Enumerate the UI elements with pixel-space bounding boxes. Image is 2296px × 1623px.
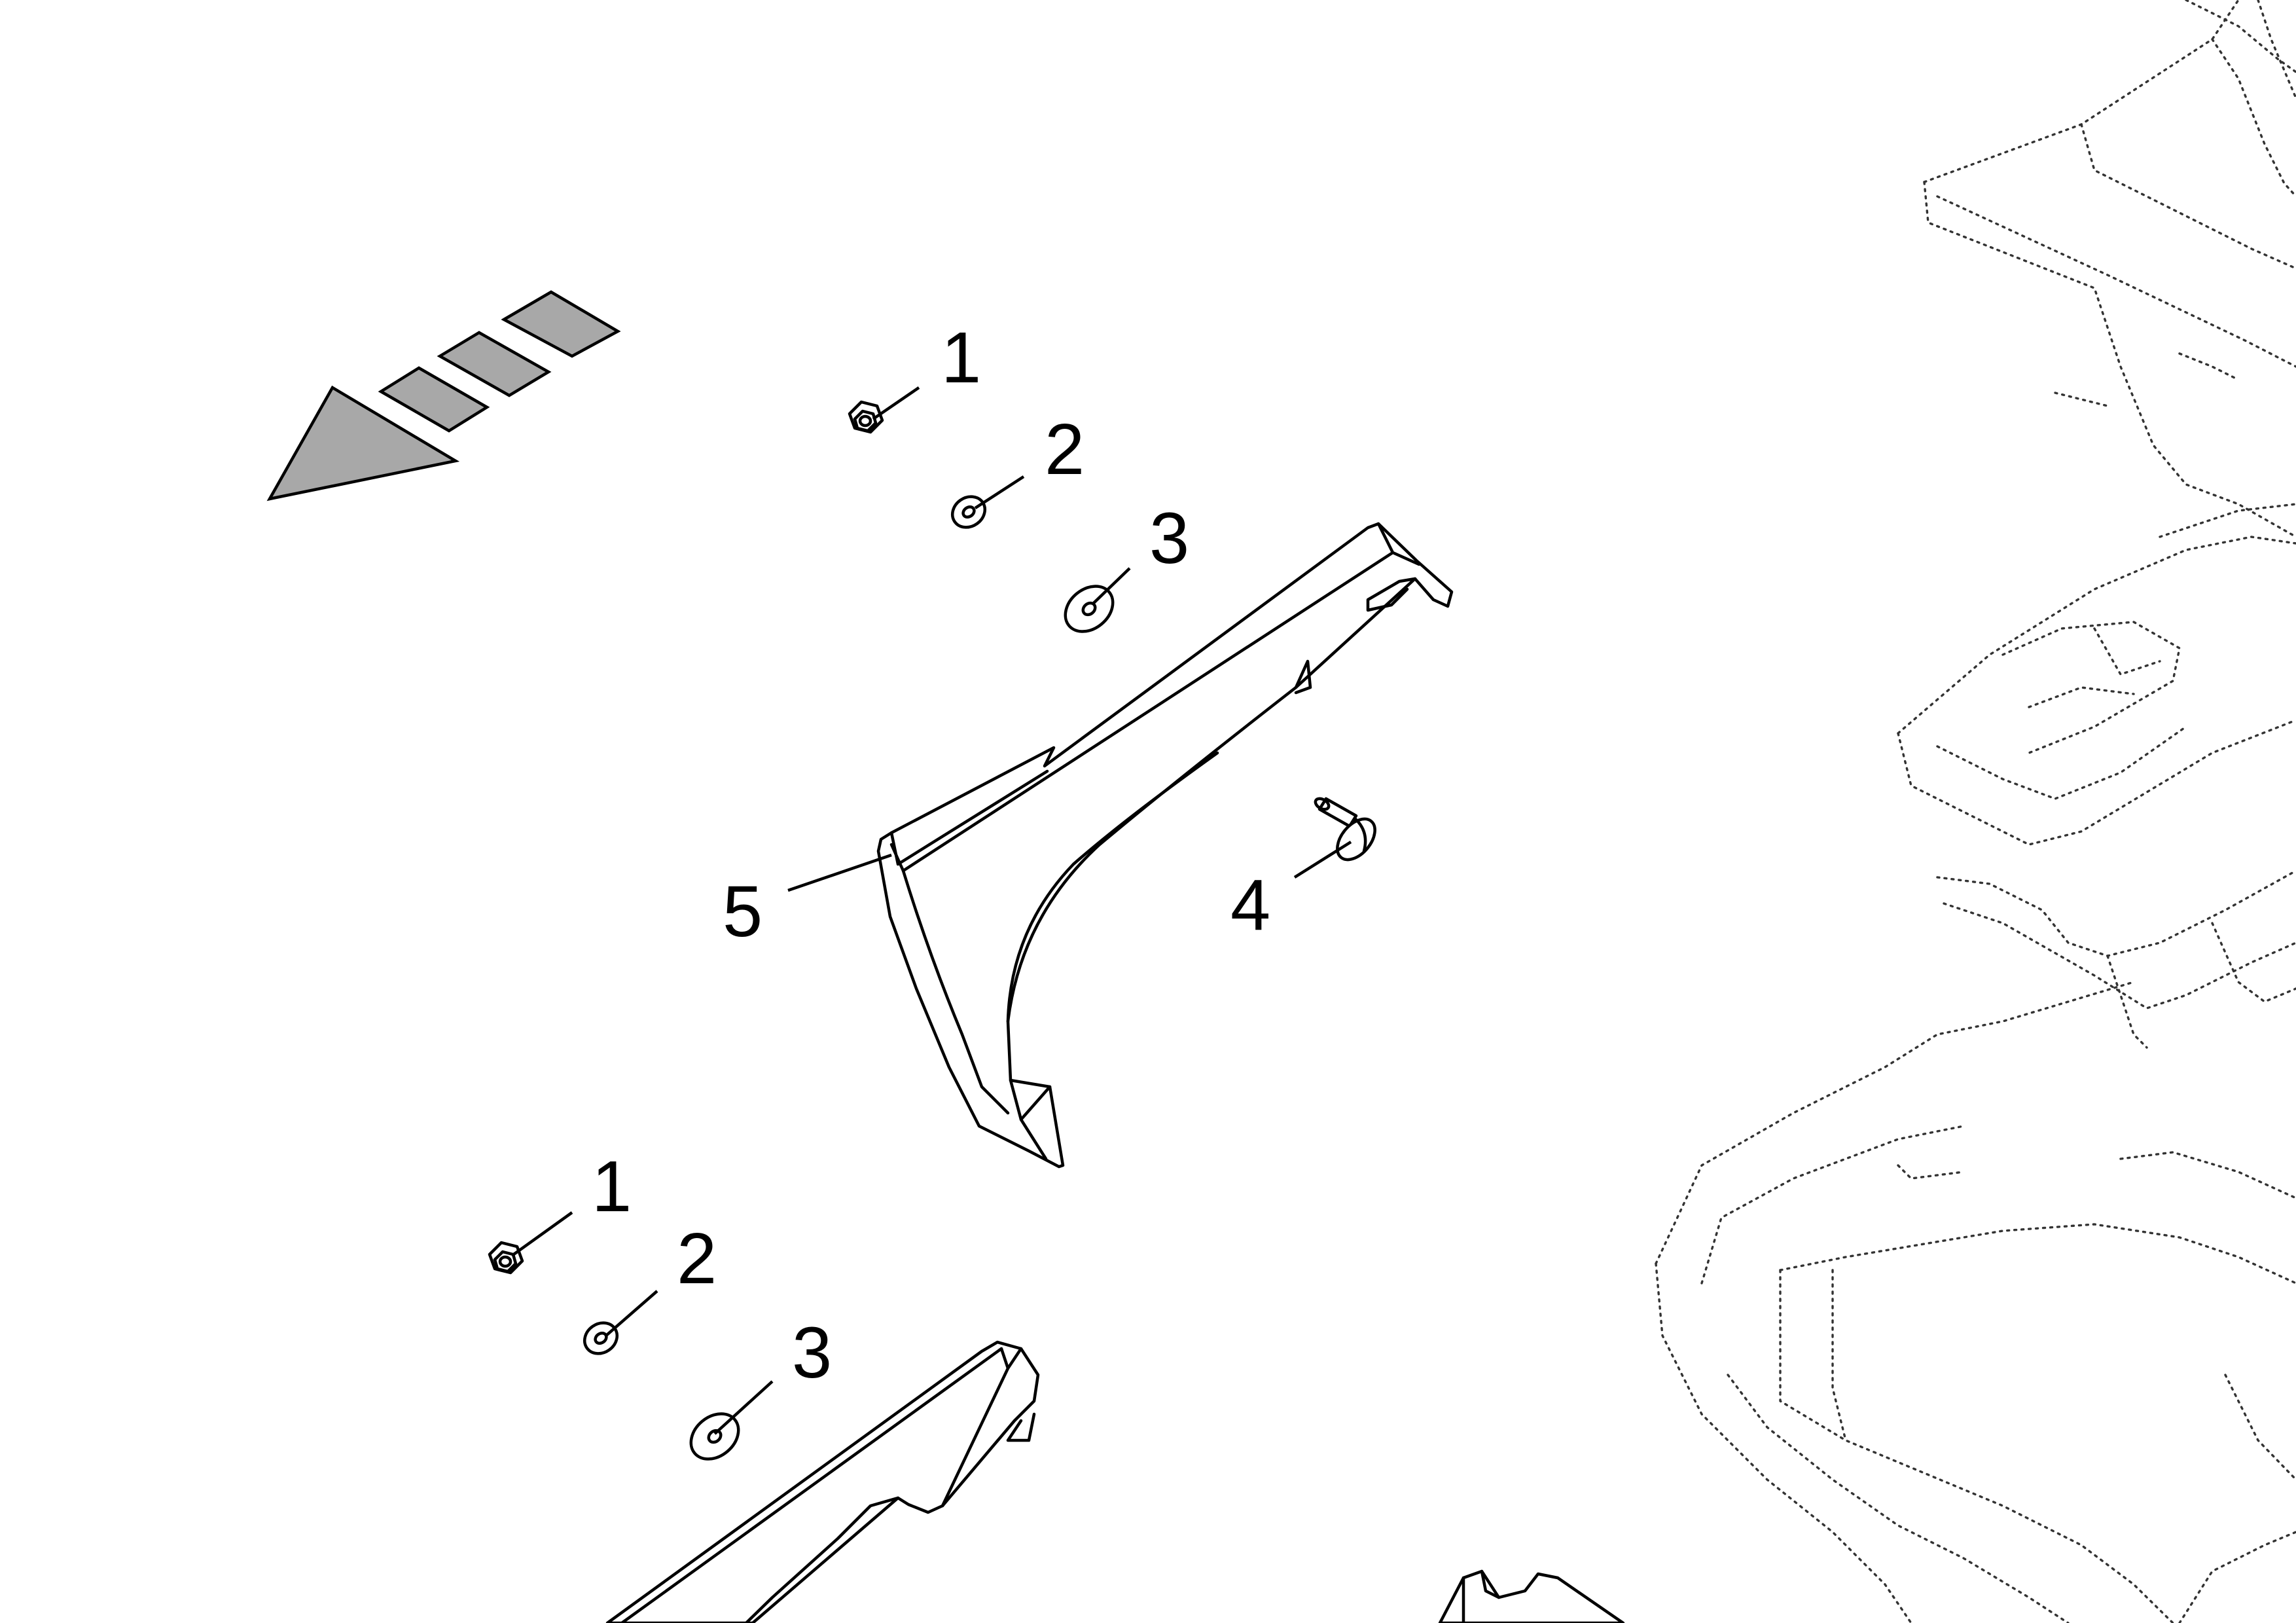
arrow-head (266, 385, 460, 501)
hex-nut-upper (848, 400, 884, 434)
callout-3-lower: 3 (792, 1313, 832, 1393)
leader-3-lower (713, 1380, 774, 1435)
leader-5 (787, 853, 892, 892)
guard-bracket (876, 522, 1454, 1169)
arrow-chevron-3 (501, 290, 621, 358)
callout-2-lower: 2 (677, 1218, 717, 1299)
leader-3-upper (1092, 567, 1131, 605)
callout-2-upper: 2 (1045, 409, 1085, 490)
partial-plate-bottom (1438, 1569, 1625, 1623)
flat-washer-lower (583, 1321, 619, 1355)
callout-labels: 1 2 3 4 5 1 2 3 (592, 318, 1270, 1393)
clevis-pin (1314, 797, 1376, 862)
hex-nut-lower (488, 1241, 524, 1275)
leader-4 (1293, 841, 1352, 879)
leader-1-upper (872, 386, 920, 420)
leader-2-lower (605, 1290, 658, 1337)
arrow-chevron-2 (437, 331, 552, 397)
callout-3-upper: 3 (1149, 498, 1189, 579)
leader-2-upper (974, 475, 1025, 509)
callout-4: 4 (1230, 865, 1270, 945)
callout-1-lower: 1 (592, 1146, 632, 1227)
leader-1-lower (511, 1211, 573, 1257)
fender-washer-lower (689, 1412, 740, 1461)
arrow-chevron-1 (378, 366, 490, 433)
flat-washer-upper (950, 495, 987, 529)
leader-lines (511, 386, 1352, 1435)
callout-5: 5 (723, 871, 762, 952)
ghost-frame-assembly (1655, 0, 2296, 1623)
forward-direction-arrow-icon (266, 290, 621, 501)
guard-bracket-lower (605, 1340, 1040, 1623)
callout-1-upper: 1 (941, 318, 981, 398)
